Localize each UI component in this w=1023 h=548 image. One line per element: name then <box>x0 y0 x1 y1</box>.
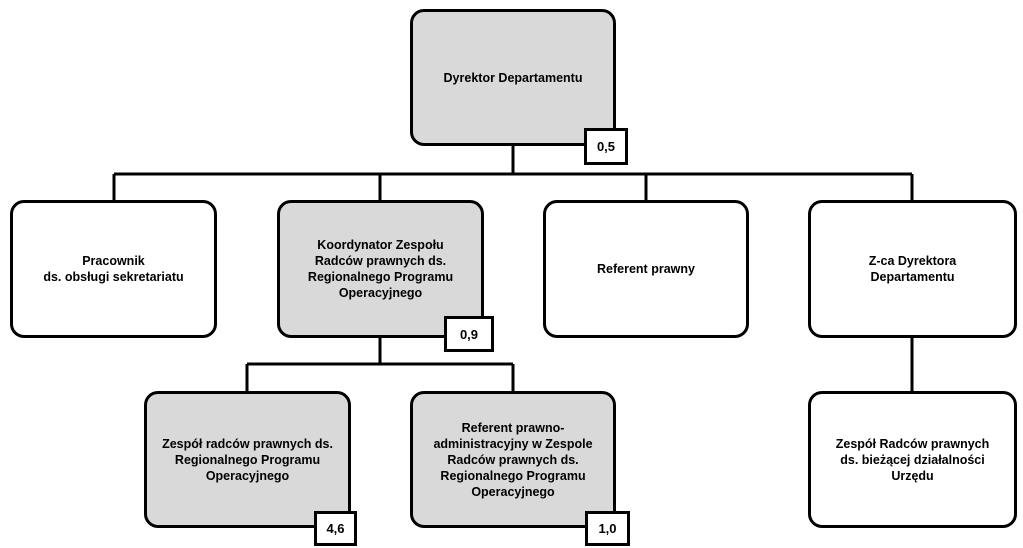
current-team-label: Zespół Radców prawnych ds. bieżącej dzia… <box>835 436 990 483</box>
rpo-team-box: Zespół radców prawnych ds. Regionalnego … <box>144 391 351 528</box>
coordinator-fte-badge: 0,9 <box>444 316 494 352</box>
rpo-team-label: Zespół radców prawnych ds. Regionalnego … <box>162 436 333 483</box>
rpo-team-fte-badge: 4,6 <box>314 511 357 546</box>
secretariat-label: Pracownik ds. obsługi sekretariatu <box>43 254 184 284</box>
deputy-director-label: Z-ca Dyrektora Departamentu <box>868 254 957 284</box>
coordinator-label: Koordynator Zespołu Radców prawnych ds. … <box>307 238 454 300</box>
coordinator-box: Koordynator Zespołu Radców prawnych ds. … <box>277 200 484 338</box>
deputy-director-box: Z-ca Dyrektora Departamentu <box>808 200 1017 338</box>
director-fte-badge: 0,5 <box>584 128 628 165</box>
legal-officer-box: Referent prawny <box>543 200 749 338</box>
admin-officer-label: Referent prawno-administracyjny w Zespol… <box>433 420 593 499</box>
secretariat-box: Pracownik ds. obsługi sekretariatu <box>10 200 217 338</box>
current-team-box: Zespół Radców prawnych ds. bieżącej dzia… <box>808 391 1017 528</box>
director-label: Dyrektor Departamentu <box>443 70 583 85</box>
admin-officer-box: Referent prawno-administracyjny w Zespol… <box>410 391 616 528</box>
director-box: Dyrektor Departamentu <box>410 9 616 146</box>
admin-officer-fte-badge: 1,0 <box>585 511 630 546</box>
legal-officer-label: Referent prawny <box>597 262 695 276</box>
